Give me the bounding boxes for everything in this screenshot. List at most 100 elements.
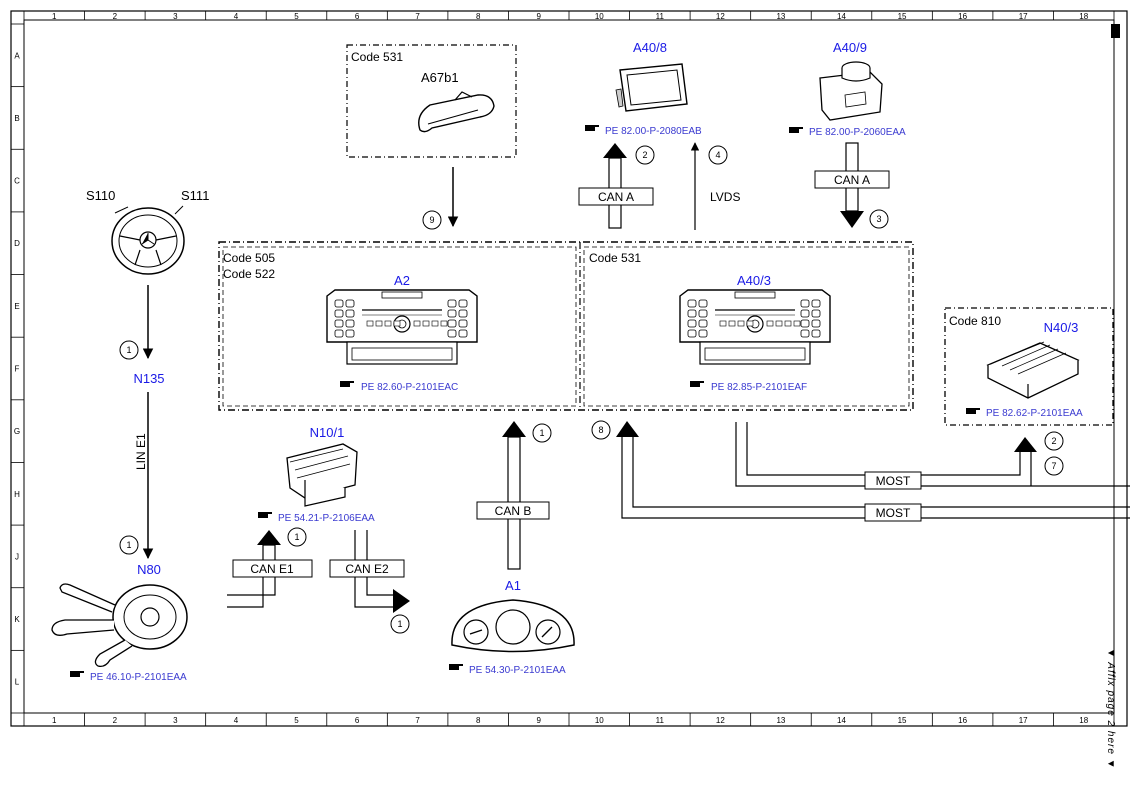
svg-text:4: 4 [715,150,720,160]
ref-icon [690,381,704,387]
a40-3-code: Code 531 [589,251,641,265]
grid-col-label: 6 [355,716,360,725]
grid-col-label: 16 [958,12,967,21]
grid-col-label: 13 [776,12,785,21]
grid-col-label: 7 [415,12,420,21]
can-a-label-2: CAN A [834,173,870,187]
svg-text:1: 1 [294,532,299,542]
grid-col-label: 13 [776,716,785,725]
svg-text:9: 9 [429,215,434,225]
grid-row-label: E [14,302,19,311]
marker-1: 1 [390,614,410,634]
n80-ref: PE 46.10-P-2101EAA [90,672,187,683]
ref-icon [258,512,272,518]
grid-col-label: 2 [113,12,118,21]
n40-3-ref: PE 82.62-P-2101EAA [986,408,1083,419]
marker-3: 3 [869,209,889,229]
marker-4: 4 [708,145,728,165]
n10-1-ref: PE 54.21-P-2106EAA [278,513,375,524]
a2-code-505: Code 505 [223,251,275,265]
head-unit-box [218,241,914,411]
can-a-label: CAN A [598,190,634,204]
a67b1-name: A67b1 [421,70,459,85]
a1-name: A1 [505,578,521,593]
grid-row-label: C [14,177,20,186]
s110-label: S110 [86,188,115,203]
marker-2: 2 [1044,431,1064,451]
ref-icon [340,381,354,387]
amplifier-icon [986,341,1080,399]
can-e2-arrow [354,530,410,613]
instrument-cluster-icon [451,599,575,653]
grid-col-label: 16 [958,716,967,725]
a67b1-code: Code 531 [351,50,403,64]
a67b1-box: Code 531 A67b1 [346,44,517,158]
can-b-label: CAN B [495,504,532,518]
grid-col-label: 14 [837,716,846,725]
svg-text:3: 3 [876,214,881,224]
grid-row-label: D [14,239,20,248]
most-label-2: MOST [876,506,911,520]
n40-3-name: N40/3 [1044,320,1079,335]
grid-col-label: 5 [294,716,299,725]
marker-1: 1 [532,423,552,443]
can-a-label-box [814,170,890,189]
frame: 1122334455667788991010111112121313141415… [10,10,1128,727]
svg-text:1: 1 [539,428,544,438]
a40-8-ref: PE 82.00-P-2080EAB [605,126,702,137]
a40-3-name: A40/3 [737,273,771,288]
grid-col-label: 8 [476,716,481,725]
svg-text:8: 8 [598,425,603,435]
a2-ref: PE 82.60-P-2101EAC [361,382,458,393]
grid-row-label: H [14,490,20,499]
svg-text:2: 2 [642,150,647,160]
grid-row-label: F [15,365,20,374]
marker-1: 1 [119,340,139,360]
ref-icon [585,125,599,131]
grid-col-label: 6 [355,12,360,21]
most-line-1 [735,422,1130,487]
grid-col-label: 11 [656,716,665,725]
can-e2-label-box [329,559,405,578]
display-icon [615,63,688,112]
grid-col-label: 4 [234,716,239,725]
ref-icon [449,664,463,670]
grid-row-label: A [14,51,20,60]
ref-icon [789,127,803,133]
grid-col-label: 15 [898,716,907,725]
controller-icon [819,61,883,121]
grid-col-label: 9 [536,716,541,725]
a2-name: A2 [394,273,410,288]
can-a-label-box [578,187,654,206]
svg-text:1: 1 [126,345,131,355]
grid-col-label: 17 [1019,12,1028,21]
grid-col-label: 12 [716,12,725,21]
fuse-box-icon [286,443,358,507]
most-label-box [864,503,922,522]
grid-col-label: 4 [234,12,239,21]
lin-e1-label: LIN E1 [134,433,148,470]
grid-col-label: 3 [173,12,178,21]
ref-icon [966,408,980,414]
can-b-arrow [502,421,526,570]
grid-col-label: 1 [52,12,57,21]
grid-col-label: 5 [294,12,299,21]
marker-1: 1 [119,535,139,555]
grid-row-label: K [14,615,20,624]
can-e1-label-box [232,559,313,578]
n80-name: N80 [137,562,161,577]
n40-3-box [944,307,1114,426]
grid-col-label: 10 [595,716,604,725]
marker-2: 2 [635,145,655,165]
most-line-2 [616,421,1130,519]
a40-9-name: A40/9 [833,40,867,55]
can-e2-label: CAN E2 [345,562,389,576]
a1-ref: PE 54.30-P-2101EAA [469,665,566,676]
can-b-label-box [476,501,550,520]
grid-row-label: J [15,552,19,561]
svg-text:1: 1 [126,540,131,550]
a40-3-ref: PE 82.85-P-2101EAF [711,382,807,393]
marker-1: 1 [287,527,307,547]
steering-column-module-icon [51,583,188,668]
